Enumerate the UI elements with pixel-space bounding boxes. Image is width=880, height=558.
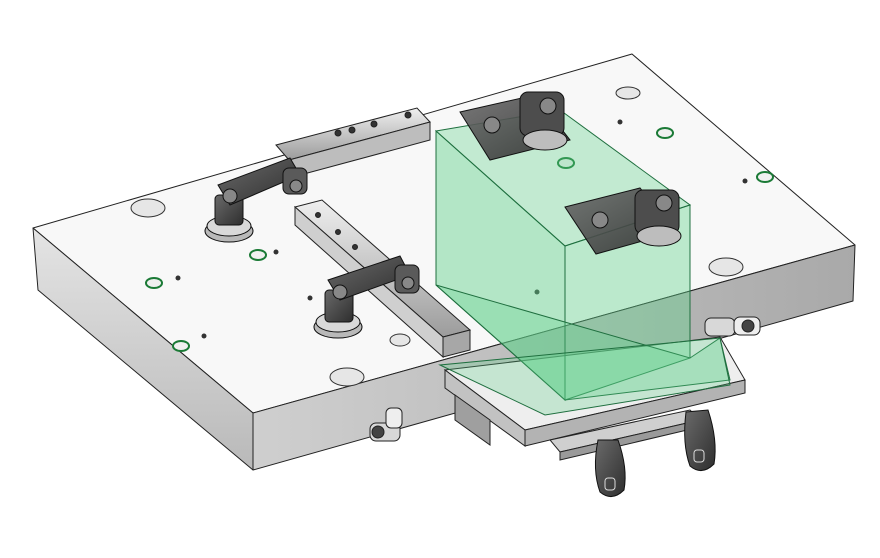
pneumatic-fitting xyxy=(369,407,403,442)
handle[interactable] xyxy=(684,409,716,471)
bolt-icon xyxy=(756,171,774,183)
plate-holes xyxy=(130,86,744,387)
handle[interactable] xyxy=(594,439,626,497)
toggle-clamp xyxy=(313,255,420,339)
small-holes xyxy=(175,119,748,339)
toggle-clamp xyxy=(564,187,682,255)
hole-icon xyxy=(389,333,411,347)
pneumatic-fitting xyxy=(704,316,761,337)
hole-icon xyxy=(615,86,641,100)
bolt-icon xyxy=(656,127,674,139)
bolt-icon xyxy=(249,249,267,261)
hole-icon xyxy=(708,257,744,277)
bolt-icon xyxy=(557,157,575,169)
bolt-icon xyxy=(145,277,163,289)
toggle-clamp xyxy=(459,91,571,161)
hole-icon xyxy=(329,367,365,387)
toggle-clamp xyxy=(204,157,308,243)
slide-tray xyxy=(443,336,746,447)
bolt-icon xyxy=(172,340,190,352)
hole-icon xyxy=(130,198,166,218)
